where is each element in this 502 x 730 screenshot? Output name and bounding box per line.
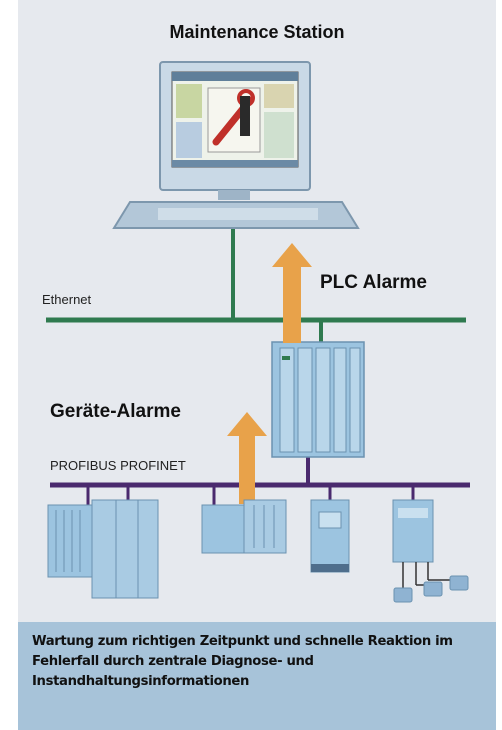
frequency-converter-icon [310,499,350,573]
io-module-icon [201,499,287,554]
drive-icon [47,499,159,599]
computer-icon [112,61,360,229]
ethernet-label: Ethernet [42,292,92,307]
figure-caption: Wartung zum richtigen Zeitpunkt und schn… [18,622,496,730]
maintenance-station-title: Maintenance Station [169,22,345,42]
geraete-alarme-label: Geräte-Alarme [50,401,181,422]
caption-text: Wartung zum richtigen Zeitpunkt und schn… [32,634,453,689]
plc-alarm-arrow [272,243,312,343]
network-diagram: Maintenance Station Ethernet PLC Alarme … [18,0,496,622]
plc-rack-icon [271,341,365,458]
profibus-label: PROFIBUS PROFINET [50,458,186,473]
plc-alarme-label: PLC Alarme [320,272,427,293]
geraete-alarm-arrow [227,412,267,504]
sensor-icon [392,499,469,603]
